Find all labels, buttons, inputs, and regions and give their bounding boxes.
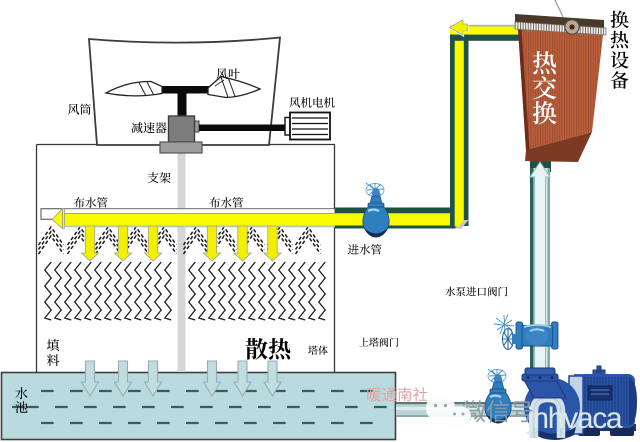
svg-text:jnhvaca: jnhvaca <box>526 402 623 435</box>
